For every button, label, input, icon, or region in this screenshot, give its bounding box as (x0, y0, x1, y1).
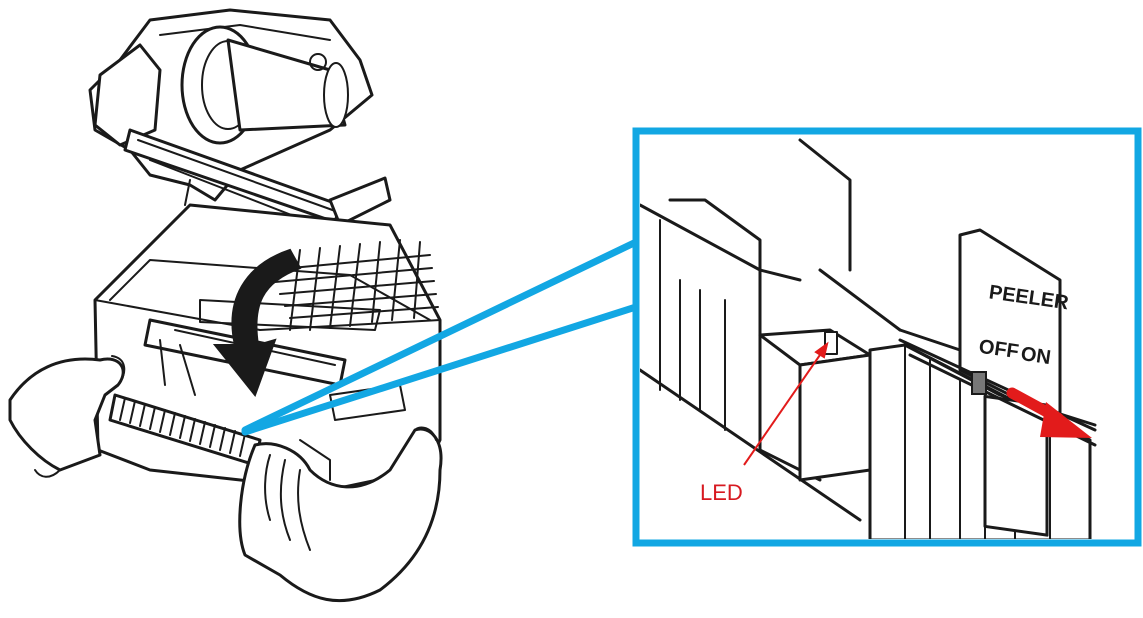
on-label: ON (1019, 343, 1052, 369)
callout-detail-box: PEELER OFF ON LED (632, 127, 1142, 547)
label-roll-stripes (269, 239, 439, 331)
callout-connector (241, 238, 640, 436)
peeler-closeup-art (640, 138, 1097, 539)
printer-top-cover (88, 8, 392, 251)
slide-direction-arrow (1006, 387, 1092, 438)
led-label: LED (700, 480, 743, 505)
close-direction-arrow (212, 248, 302, 398)
printer-illustration (8, 8, 443, 603)
hand-right (238, 426, 443, 603)
peeler-switch-knob (971, 371, 987, 395)
led-pointer-arrow (743, 341, 829, 466)
hand-left (8, 355, 126, 478)
